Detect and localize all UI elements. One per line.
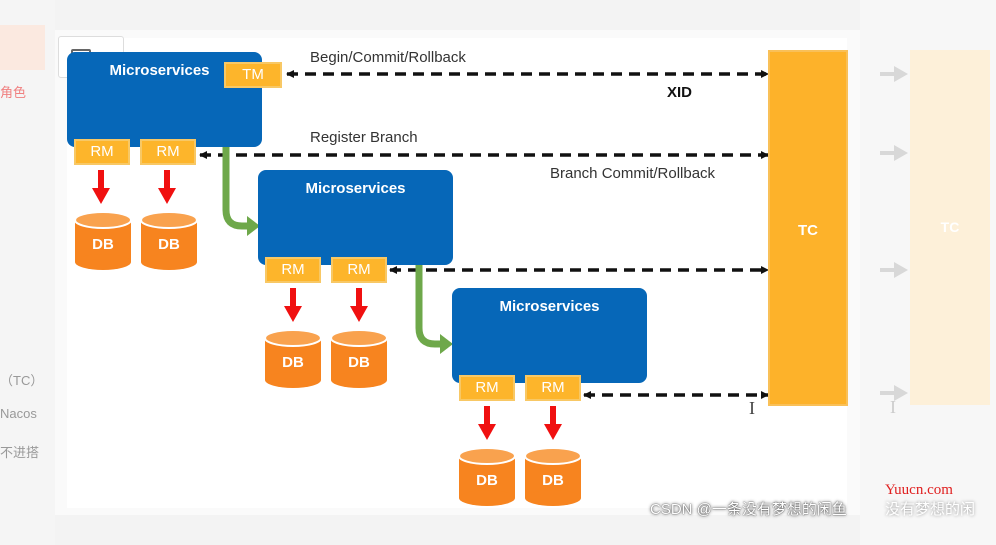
- branch-commit-label: Branch Commit/Rollback: [550, 165, 716, 182]
- db-cylinder: [524, 447, 582, 506]
- text-cursor: I: [749, 398, 755, 418]
- db-label: DB: [542, 472, 564, 489]
- register-branch-label: Register Branch: [310, 129, 418, 146]
- text-cursor: I: [890, 397, 896, 417]
- call-arrow-1: [222, 140, 248, 230]
- db-cylinder: [458, 447, 516, 506]
- partial-watermark: 没有梦想的闲: [885, 501, 976, 518]
- db-label: DB: [348, 354, 370, 371]
- red-arrows: [92, 170, 562, 440]
- call-arrow-2: [415, 258, 441, 348]
- side-text-nacos: Nacos: [0, 406, 37, 421]
- begin-commit-label: Begin/Commit/Rollback: [310, 49, 466, 66]
- ghost-arrows: [880, 66, 908, 401]
- rm-tag: RM: [525, 375, 581, 401]
- side-text-env: 不进搭: [0, 445, 40, 460]
- microservice-box-3: Microservices: [452, 288, 647, 383]
- yuucn-watermark: Yuucn.com: [885, 482, 953, 498]
- rm-tag: RM: [265, 257, 321, 283]
- microservice-label: Microservices: [109, 62, 210, 79]
- db-cylinder: [264, 329, 322, 388]
- db-label: DB: [158, 236, 180, 253]
- ghost-thumbnail: [0, 25, 45, 70]
- db-cylinder: [140, 211, 198, 270]
- rm-tag: RM: [331, 257, 387, 283]
- tm-tag: TM: [224, 62, 282, 88]
- csdn-watermark: CSDN @一条没有梦想的闲鱼: [650, 501, 847, 518]
- db-label: DB: [476, 472, 498, 489]
- ghost-tc-box: [910, 50, 990, 405]
- left-panel-background: [0, 0, 55, 545]
- side-text-role: 角色: [0, 85, 27, 100]
- rm-tag: RM: [140, 139, 196, 165]
- db-label: DB: [92, 236, 114, 253]
- db-cylinders: [74, 211, 582, 506]
- ghost-tc-label: TC: [940, 219, 960, 235]
- microservice-label: Microservices: [305, 180, 406, 197]
- rm-tag: RM: [459, 375, 515, 401]
- xid-label: XID: [667, 84, 693, 101]
- db-label: DB: [282, 354, 304, 371]
- microservice-box-2: Microservices: [258, 170, 453, 265]
- tc-box: TC: [768, 50, 848, 406]
- db-cylinder: [330, 329, 388, 388]
- rm-tag: RM: [74, 139, 130, 165]
- microservice-label: Microservices: [499, 298, 600, 315]
- db-cylinder: [74, 211, 132, 270]
- tc-label: TC: [798, 222, 818, 239]
- side-text-tc: （TC）: [0, 373, 44, 388]
